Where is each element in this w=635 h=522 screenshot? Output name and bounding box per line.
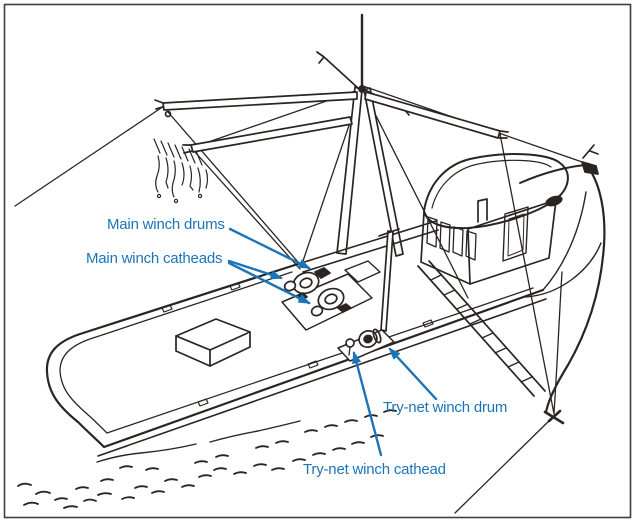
arrow-try-net-winch-cathead xyxy=(352,350,383,457)
callout-arrows xyxy=(227,227,438,457)
water-squiggles xyxy=(17,409,397,509)
bow-davit xyxy=(582,144,599,159)
rope-block xyxy=(543,409,565,425)
wheelhouse xyxy=(420,153,569,285)
exhaust-stack xyxy=(477,198,488,223)
stern-deck xyxy=(45,220,547,463)
cabin-door xyxy=(502,206,529,262)
deck-cleats xyxy=(161,282,434,407)
arrow-main-winch-drums xyxy=(228,227,311,270)
stem-fitting xyxy=(581,161,599,175)
deck-hatch xyxy=(175,318,251,367)
hawse-hole xyxy=(545,195,563,207)
port-outrigger xyxy=(153,91,358,204)
main-cathead-left xyxy=(283,280,297,292)
arrow-main-winch-catheads-2 xyxy=(227,261,311,305)
midship-posts xyxy=(378,228,400,332)
try-net-winch xyxy=(337,328,395,362)
boarding-ladder xyxy=(417,260,565,425)
figure-border xyxy=(3,3,632,519)
main-winch xyxy=(281,260,381,331)
arrow-main-winch-catheads-1 xyxy=(227,259,283,280)
trawler-drawing xyxy=(14,13,606,514)
main-cathead-right xyxy=(310,305,324,317)
bow xyxy=(519,144,606,414)
label-try-net-winch-cathead: Try-net winch cathead xyxy=(303,461,446,478)
cabin-windows xyxy=(426,216,477,261)
try-net-cathead-knob xyxy=(345,338,355,348)
arrow-try-net-winch-drum xyxy=(388,347,438,401)
net-tassels xyxy=(153,138,209,204)
starboard-outrigger xyxy=(364,91,509,139)
mast xyxy=(316,13,412,257)
label-main-winch-drums: Main winch drums xyxy=(107,216,225,233)
label-try-net-winch-drum: Try-net winch drum xyxy=(383,399,508,416)
label-main-winch-catheads: Main winch catheads xyxy=(86,250,223,267)
picking-boom-port xyxy=(316,51,359,89)
